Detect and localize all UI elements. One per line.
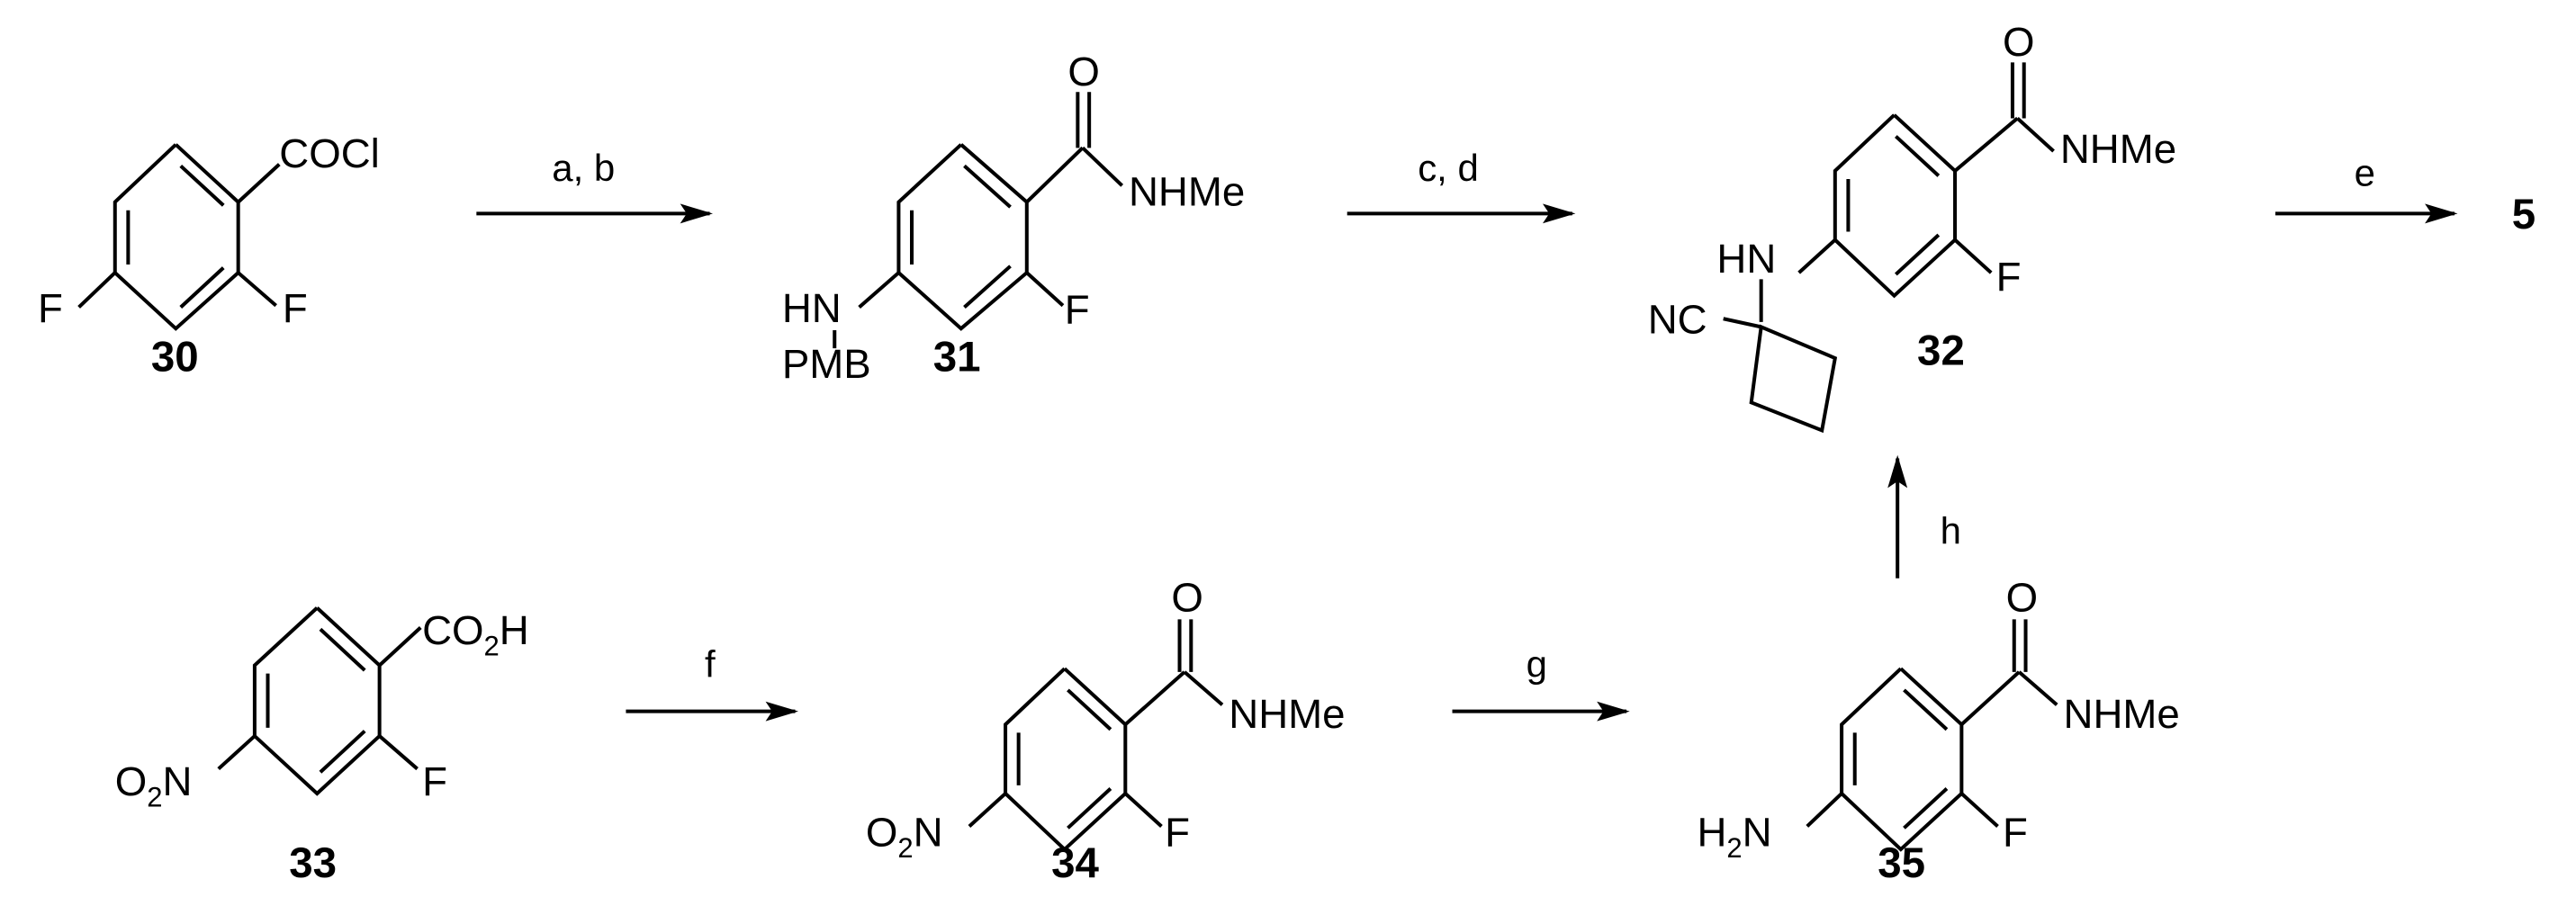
reaction-arrow-cd: c, d <box>1347 147 1576 224</box>
fluorine-label: F <box>1165 809 1190 855</box>
compound-id-32: 32 <box>1917 327 1965 374</box>
nitro-o: O <box>115 758 147 804</box>
amide-label: NHMe <box>2060 126 2176 172</box>
compound-id-30: 30 <box>151 334 199 381</box>
nitro-subscript: 2 <box>897 832 913 864</box>
reaction-arrow-g: g <box>1452 642 1630 722</box>
acyl-chloride-label: COCl <box>279 130 380 176</box>
compound-30: COCl F F 30 <box>38 130 380 381</box>
nitro-n: N <box>914 809 943 855</box>
amine-label: HN <box>1716 236 1776 282</box>
nitrile-label: NC <box>1648 297 1707 343</box>
conditions-label: c, d <box>1418 147 1479 189</box>
compound-id-33: 33 <box>289 839 337 887</box>
compound-33: CO2H O2N F 33 <box>115 606 529 887</box>
fluorine-label: F <box>2003 809 2028 855</box>
carbonyl-oxygen-label: O <box>1171 574 1202 620</box>
amide-label: NHMe <box>1129 168 1245 214</box>
conditions-label: f <box>705 642 716 685</box>
pmb-label: PMB <box>782 341 871 387</box>
nitro-label: O2N <box>866 809 943 864</box>
reaction-arrow-h: h <box>1887 454 1961 579</box>
conditions-label: a, b <box>552 147 615 189</box>
reaction-arrow-f: f <box>626 642 799 722</box>
compound-34: O NHMe F O2N 34 <box>866 574 1346 887</box>
nitro-label: O2N <box>115 758 193 813</box>
benzene-ring <box>113 143 240 331</box>
compound-id-35: 35 <box>1878 839 1925 887</box>
product-id-5: 5 <box>2512 191 2535 238</box>
conditions-label: e <box>2355 151 2375 193</box>
fluorine-label: F <box>422 758 447 804</box>
acid-co: CO <box>422 607 483 653</box>
conditions-label: g <box>1527 642 1547 685</box>
amine-h: H <box>1697 809 1726 855</box>
amine-label: H2N <box>1697 809 1771 864</box>
compound-32: O NHMe F HN NC 32 <box>1648 19 2176 434</box>
amine-subscript: 2 <box>1726 832 1742 864</box>
fluorine-label: F <box>283 285 308 331</box>
carbonyl-oxygen-label: O <box>2003 19 2034 65</box>
fluorine-label: F <box>1065 287 1090 333</box>
amide-label: NHMe <box>2064 691 2180 737</box>
carbonyl-oxygen-label: O <box>1067 49 1099 94</box>
amine-n: N <box>1743 809 1772 855</box>
reaction-arrow-e: e <box>2274 151 2458 224</box>
compound-id-34: 34 <box>1051 839 1099 887</box>
amide-label: NHMe <box>1229 691 1345 737</box>
nitro-o: O <box>866 809 897 855</box>
compound-35: O NHMe F H2N 35 <box>1697 574 2179 887</box>
nitro-subscript: 2 <box>147 782 162 813</box>
acid-subscript: 2 <box>484 631 500 662</box>
fluorine-label: F <box>1996 254 2022 300</box>
carbonyl-oxygen-label: O <box>2006 574 2038 620</box>
carboxylic-acid-label: CO2H <box>422 607 529 662</box>
amine-label: HN <box>782 285 842 331</box>
conditions-label: h <box>1941 509 1961 552</box>
compound-31: O NHMe F HN PMB 31 <box>782 49 1245 387</box>
nitro-n: N <box>163 758 193 804</box>
acid-h: H <box>500 607 529 653</box>
reaction-arrow-ab: a, b <box>476 147 714 224</box>
fluorine-label: F <box>38 285 63 331</box>
compound-id-31: 31 <box>933 334 981 381</box>
